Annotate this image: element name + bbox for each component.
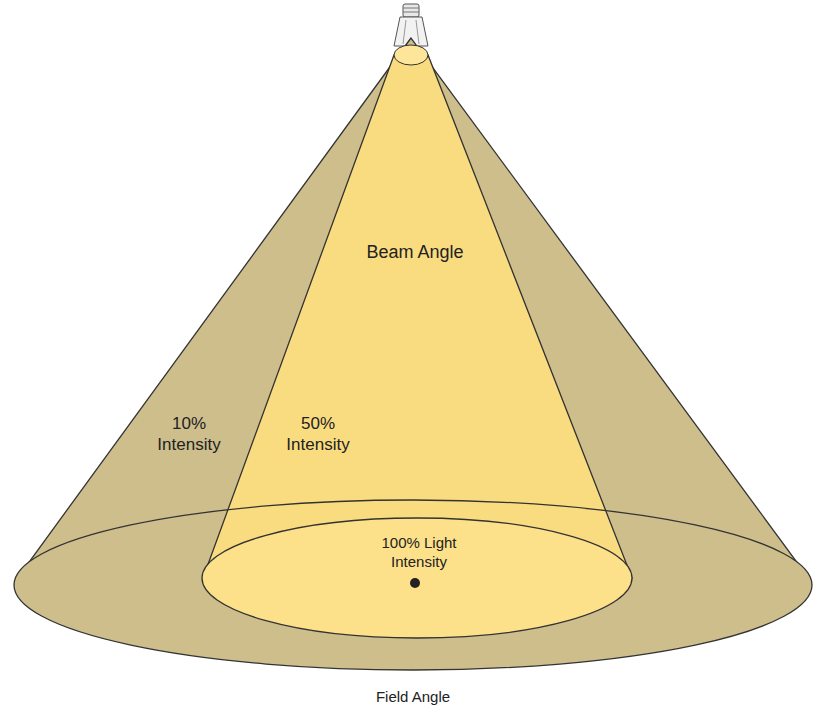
field-ellipse (14, 500, 812, 670)
lamp-thread (403, 8, 419, 9)
lamp-socket (403, 4, 419, 17)
lamp-thread (403, 12, 419, 13)
beam-spot-shape (202, 518, 632, 638)
lamp-detail (416, 20, 419, 44)
intensity-label: 100% Light Intensity (364, 534, 474, 572)
beam-spot-outline (198, 514, 636, 642)
intensity-label: 50% Intensity (278, 413, 358, 456)
lamp-lens (394, 45, 428, 65)
lamp-detail (403, 20, 406, 44)
angle-label: Field Angle (376, 688, 450, 707)
beam-spot-group (202, 518, 632, 638)
center-dot (410, 578, 420, 588)
field-cone-group (14, 38, 812, 670)
beam-spot: 100% Light Intensity (198, 514, 636, 642)
beam-cone: Beam Angle 50% Intensity 100% Light Intens… (195, 40, 640, 645)
intensity-label: 10% Intensity (149, 413, 229, 456)
angle-label: Beam Angle (366, 241, 463, 264)
beam-cone-group (14, 45, 812, 634)
